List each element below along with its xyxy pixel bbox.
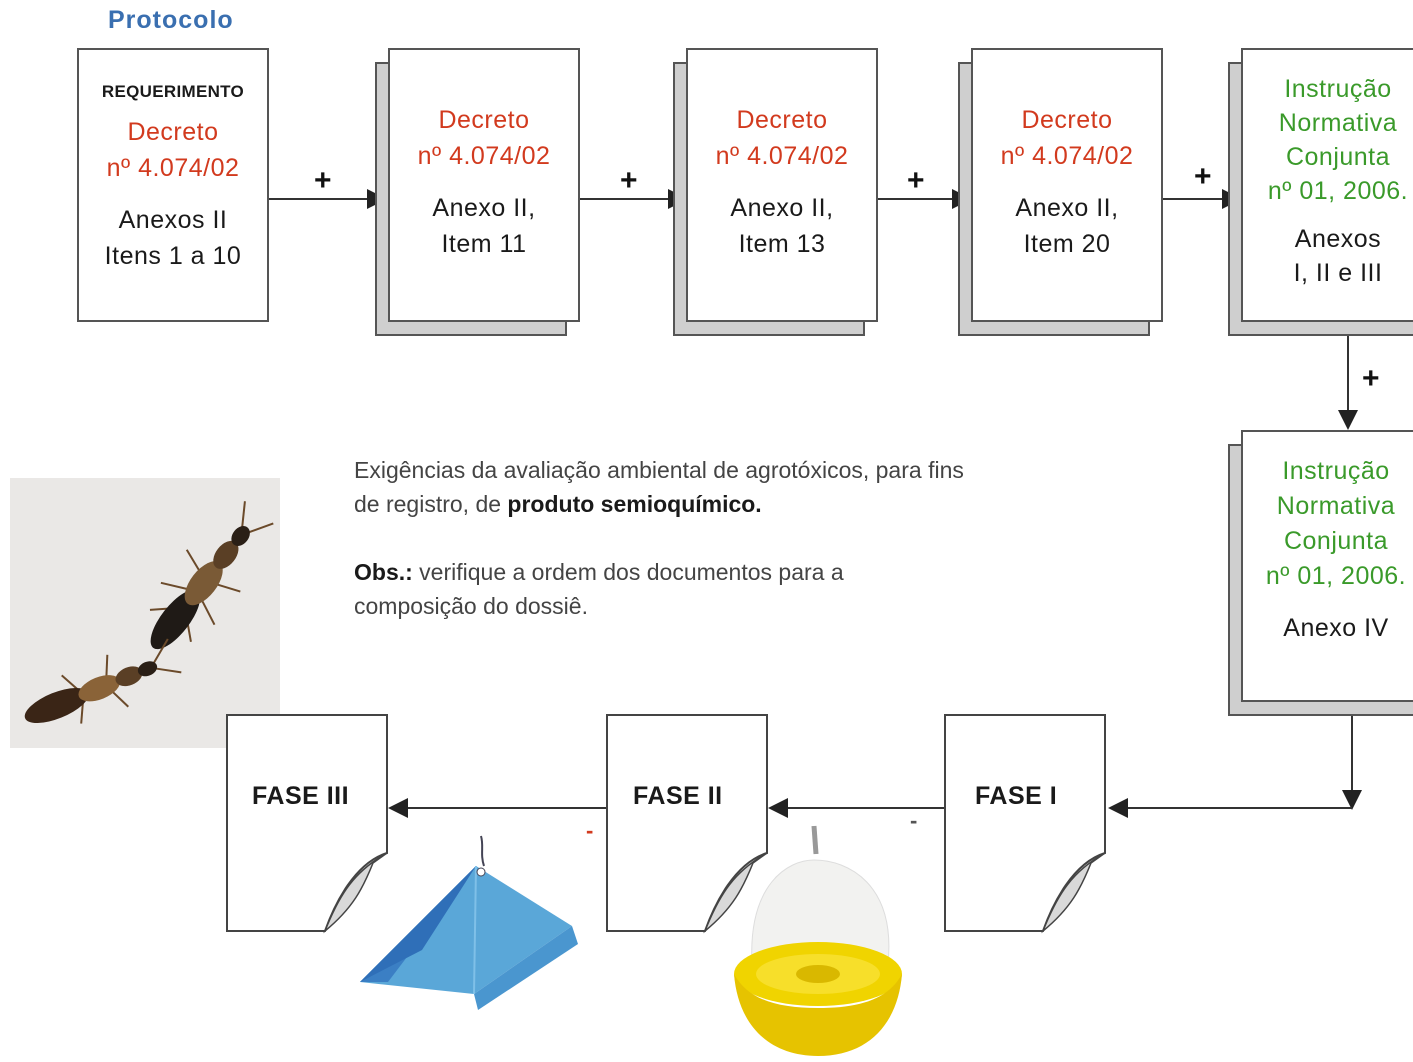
fase3-label: FASE III [252, 782, 350, 810]
b6-numero: nº 01, 2006. [1265, 562, 1407, 590]
bucket-trap-image [734, 825, 902, 1056]
box-requerimento: REQUERIMENTO Decreto nº 4.074/02 Anexos … [77, 48, 269, 322]
b1-numero: nº 4.074/02 [106, 154, 240, 182]
minus-2: - [910, 808, 918, 833]
b1-itens: Itens 1 a 10 [104, 242, 242, 270]
b6-anexo: Anexo IV [1283, 614, 1389, 642]
b3-numero: nº 4.074/02 [715, 142, 849, 170]
minus-1: - [586, 818, 594, 843]
description-line2-pre: de registro, de [354, 491, 508, 517]
fase1-document [944, 714, 1106, 934]
b6-normativa: Normativa [1276, 492, 1396, 520]
b4-numero: nº 4.074/02 [1000, 142, 1134, 170]
b5-normativa: Normativa [1278, 109, 1398, 137]
b2-decreto: Decreto [438, 106, 530, 134]
obs-line2: composição do dossiê. [354, 593, 588, 619]
box-decreto-item20: Decreto nº 4.074/02 Anexo II, Item 20 [971, 48, 1163, 322]
box-instrucao-anexo-4: Instrução Normativa Conjunta nº 01, 2006… [1241, 430, 1413, 702]
b4-decreto: Decreto [1021, 106, 1113, 134]
b6-conjunta: Conjunta [1283, 527, 1389, 555]
box-decreto-item13: Decreto nº 4.074/02 Anexo II, Item 13 [686, 48, 878, 322]
b1-anexos: Anexos II [118, 206, 228, 234]
delta-trap-image [360, 835, 578, 1010]
box-instrucao-anexos-123: Instrução Normativa Conjunta nº 01, 2006… [1241, 48, 1413, 322]
fase3-document [226, 714, 388, 934]
b4-anexo: Anexo II, [1015, 194, 1119, 222]
b2-anexo: Anexo II, [432, 194, 536, 222]
b4-item: Item 20 [1023, 230, 1111, 258]
fase1-label: FASE I [975, 782, 1058, 810]
b2-item: Item 11 [441, 230, 527, 258]
protocolo-label: Protocolo [108, 6, 234, 34]
description-bold: produto semioquímico. [507, 491, 762, 517]
b3-anexo: Anexo II, [730, 194, 834, 222]
insect-photo [10, 478, 280, 748]
b5-conjunta: Conjunta [1285, 143, 1391, 171]
b5-instrucao: Instrução [1284, 75, 1392, 103]
obs-label: Obs.: [354, 559, 413, 585]
b6-instrucao: Instrução [1282, 457, 1390, 485]
requerimento-header: REQUERIMENTO [101, 82, 245, 101]
description-text: Exigências da avaliação ambiental de agr… [354, 453, 1154, 623]
b2-numero: nº 4.074/02 [417, 142, 551, 170]
b1-decreto: Decreto [127, 118, 219, 146]
b3-item: Item 13 [738, 230, 826, 258]
obs-line1: Obs.: verifique a ordem dos documentos p… [354, 555, 1154, 589]
b5-anexos-list: I, II e III [1293, 259, 1383, 287]
fase2-document [606, 714, 768, 934]
b3-decreto: Decreto [736, 106, 828, 134]
description-line2: de registro, de produto semioquímico. [354, 487, 1154, 521]
b5-numero: nº 01, 2006. [1267, 177, 1409, 205]
box-decreto-item11: Decreto nº 4.074/02 Anexo II, Item 11 [388, 48, 580, 322]
plus-5: + [1362, 362, 1380, 395]
plus-2: + [620, 164, 638, 197]
plus-1: + [314, 164, 332, 197]
obs-text1: verifique a ordem dos documentos para a [412, 559, 844, 585]
plus-4: + [1194, 160, 1212, 193]
plus-3: + [907, 164, 925, 197]
fase2-label: FASE II [633, 782, 723, 810]
b5-anexos: Anexos [1294, 225, 1382, 253]
description-line1: Exigências da avaliação ambiental de agr… [354, 457, 964, 483]
